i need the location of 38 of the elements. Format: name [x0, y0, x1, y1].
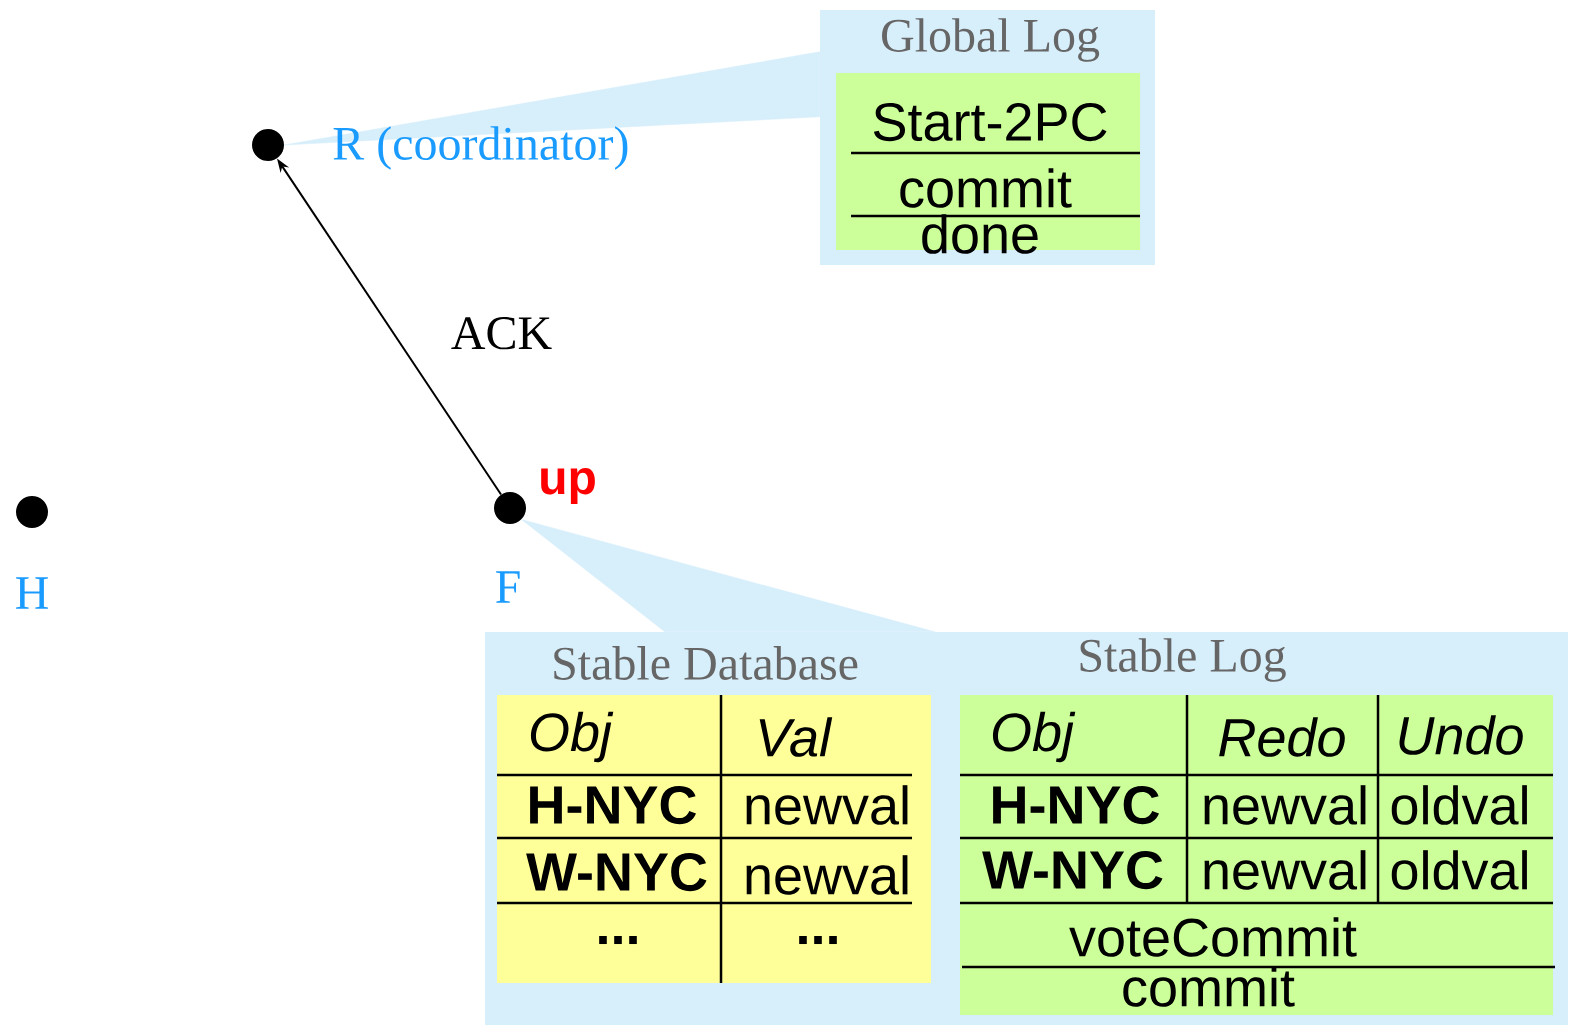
table-cell: Val [759, 717, 833, 757]
callout-wedge [283, 51, 821, 146]
table-cell: ... [799, 936, 837, 945]
node-label: H [16, 577, 48, 609]
dot [252, 129, 284, 161]
log-table [960, 638, 1555, 1015]
table-cell: commit [900, 168, 1072, 208]
table-cell: oldval [1391, 850, 1527, 890]
log-table [836, 73, 1140, 254]
table-cell: Obj [992, 711, 1076, 763]
table-cell: Redo [1219, 717, 1345, 757]
table-cell: newval [1204, 850, 1366, 890]
table-title: Stable Log [1080, 638, 1286, 682]
table-cell: Undo [1399, 715, 1523, 755]
table-cell: Start-2PC [873, 102, 1107, 142]
dot [494, 492, 526, 524]
table-cell: done [922, 214, 1038, 254]
table-cell: ... [599, 936, 637, 945]
table-cell: newval [1204, 785, 1366, 825]
table-cell: newval [746, 855, 908, 895]
table-cell: newval [746, 785, 908, 825]
table-cell: voteCommit [1069, 917, 1357, 957]
node-label: F [496, 571, 520, 603]
node-label: R (coordinator) [333, 126, 628, 170]
callout-wedge [521, 519, 936, 633]
panel-title: Global Log [882, 18, 1100, 62]
table-cell: W-NYC [526, 852, 707, 892]
table-cell: H-NYC [530, 785, 696, 825]
node-label: up [541, 468, 595, 504]
dot [16, 496, 48, 528]
edge-label: ACK [451, 317, 552, 350]
database-table [497, 646, 931, 983]
table-cell: Obj [530, 711, 614, 763]
table-cell: commit [1123, 967, 1295, 1007]
table-title: Stable Database [554, 646, 858, 680]
table-cell: H-NYC [993, 785, 1159, 825]
table-cell: oldval [1391, 785, 1527, 825]
table-cell: W-NYC [982, 850, 1163, 890]
